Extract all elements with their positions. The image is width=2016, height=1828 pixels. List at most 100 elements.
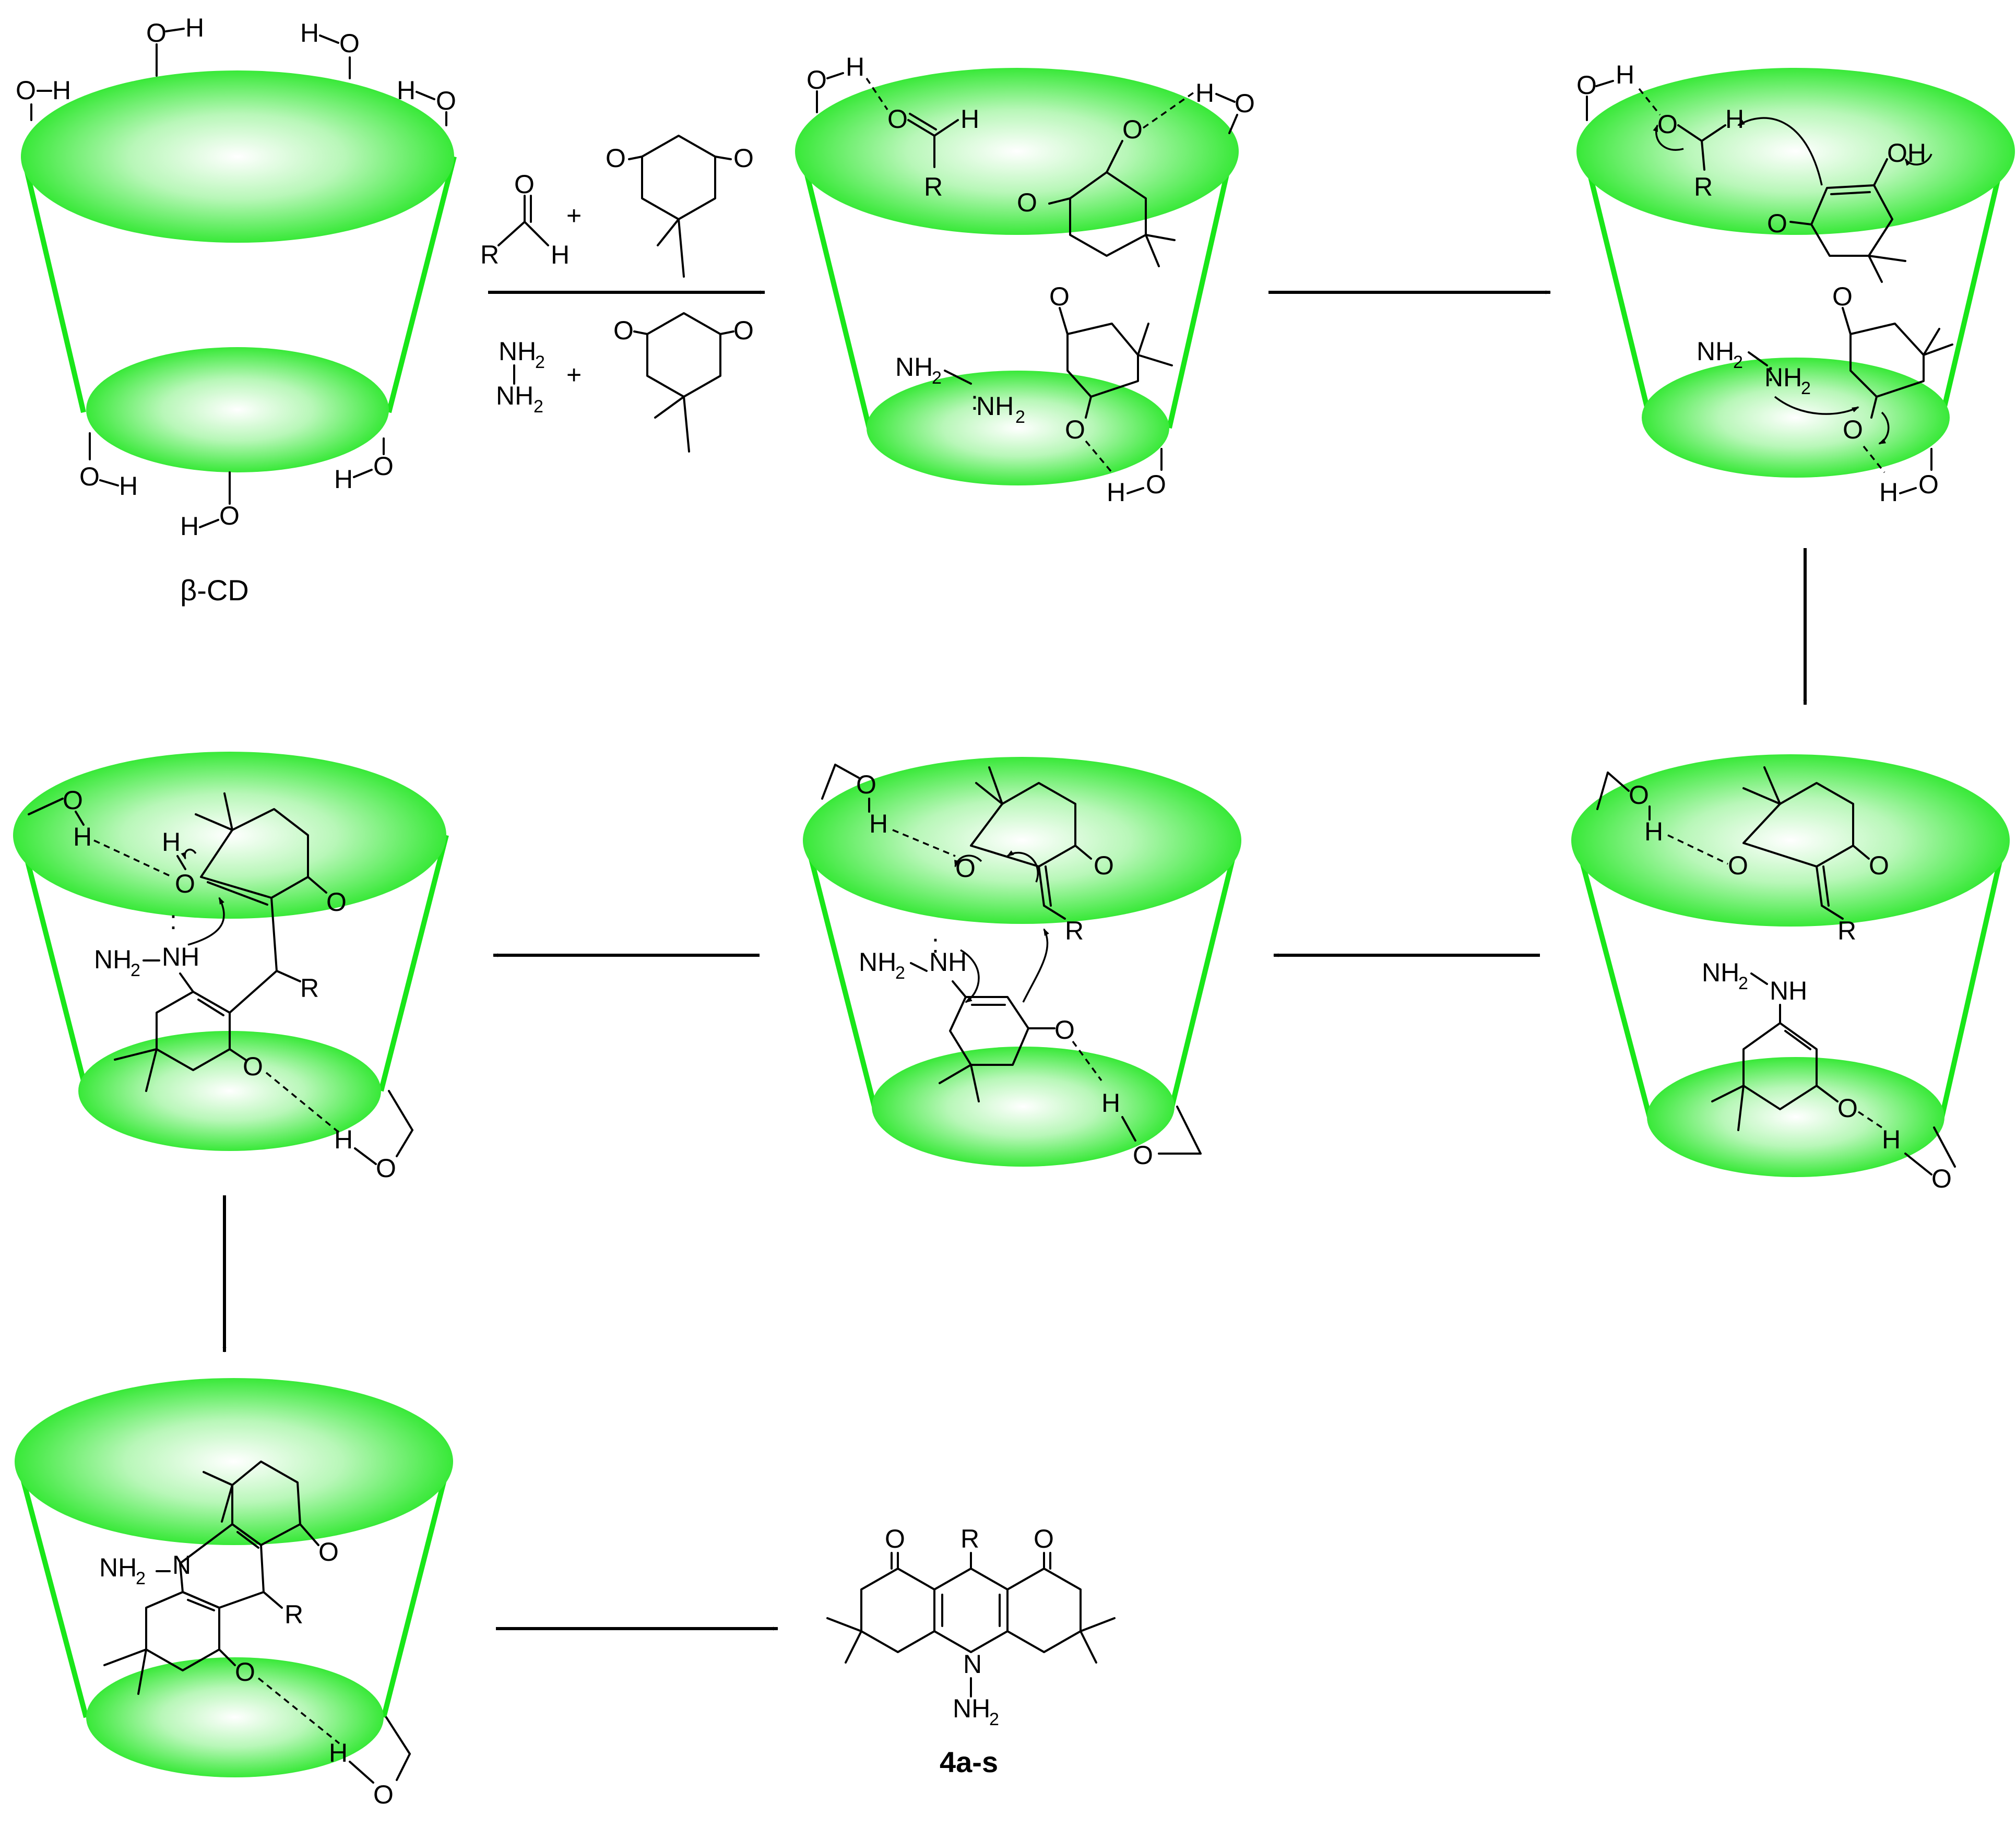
svg-text:NH: NH <box>162 942 199 971</box>
svg-text:O: O <box>885 1524 905 1553</box>
svg-text:O: O <box>318 1537 339 1566</box>
svg-text:O: O <box>63 786 83 815</box>
cup-panel-2: O H O H R O O H O NH 2 NH 2 : O <box>795 52 1255 507</box>
svg-text:O: O <box>79 462 100 491</box>
svg-text:O: O <box>339 29 360 58</box>
oh-label: O <box>16 76 36 105</box>
svg-text:O: O <box>235 1657 255 1687</box>
svg-text:2: 2 <box>1738 974 1748 993</box>
svg-text:H: H <box>1882 1125 1901 1154</box>
svg-text:2: 2 <box>533 397 543 417</box>
svg-text:H: H <box>300 18 319 48</box>
svg-text:H: H <box>1101 1088 1120 1118</box>
svg-text:H: H <box>180 512 199 541</box>
svg-text:H: H <box>1725 104 1744 134</box>
svg-text:H: H <box>1644 817 1663 846</box>
svg-text:2: 2 <box>1733 352 1743 372</box>
svg-text:NH: NH <box>1702 958 1739 987</box>
svg-text:O: O <box>1843 415 1863 444</box>
svg-text:O: O <box>326 887 347 917</box>
svg-text:O: O <box>1728 851 1748 880</box>
svg-text:O: O <box>887 104 908 134</box>
svg-text:2: 2 <box>1801 378 1811 398</box>
svg-text:O: O <box>955 853 976 883</box>
svg-text:O: O <box>376 1154 396 1183</box>
svg-text:H: H <box>1879 478 1898 507</box>
svg-text:+: + <box>566 201 582 230</box>
product-label: 4a-s <box>940 1746 998 1778</box>
svg-text:NH: NH <box>99 1553 137 1582</box>
svg-text:O: O <box>373 452 394 481</box>
cup-panel-5: O H O O R NH 2 NH : O H O <box>803 757 1241 1170</box>
svg-text:O: O <box>373 1780 394 1809</box>
svg-text:O: O <box>146 18 167 48</box>
svg-text:NH: NH <box>1770 976 1807 1005</box>
svg-text:O: O <box>1034 1524 1054 1553</box>
svg-text:N: N <box>963 1649 982 1679</box>
svg-text:2: 2 <box>1015 407 1025 427</box>
svg-text:H: H <box>846 52 864 81</box>
svg-text:NH: NH <box>953 1694 990 1723</box>
svg-text:2: 2 <box>989 1710 999 1729</box>
svg-text:H: H <box>329 1738 348 1767</box>
svg-text:H: H <box>551 240 570 269</box>
svg-text:H: H <box>73 822 92 851</box>
cup-panel-3: O H O H R OH O NH 2 NH 2 : O O <box>1576 60 2015 507</box>
svg-text::: : <box>1767 358 1774 387</box>
svg-text:O: O <box>613 316 634 345</box>
svg-text:O: O <box>514 170 535 199</box>
svg-text::: : <box>170 906 177 935</box>
svg-text:R: R <box>1694 172 1713 201</box>
cd-label: β-CD <box>180 574 249 607</box>
svg-text:H: H <box>1195 78 1214 108</box>
svg-text:2: 2 <box>895 963 905 983</box>
svg-text:H: H <box>397 76 416 105</box>
svg-text:O: O <box>1576 70 1597 100</box>
svg-text:H: H <box>869 809 888 838</box>
svg-text:H: H <box>1616 60 1634 89</box>
svg-text:O: O <box>243 1052 263 1081</box>
svg-text:NH: NH <box>976 391 1014 421</box>
svg-text:2: 2 <box>932 368 942 388</box>
svg-text:O: O <box>1629 780 1649 810</box>
svg-text:NH: NH <box>499 337 536 366</box>
svg-text:O: O <box>1049 282 1070 311</box>
svg-text:H: H <box>162 827 181 857</box>
svg-text:+: + <box>566 360 582 389</box>
svg-text:O: O <box>856 770 876 799</box>
svg-text:NH: NH <box>1764 363 1802 392</box>
svg-text:R: R <box>1837 916 1856 945</box>
svg-text:H: H <box>185 13 204 42</box>
svg-text:NH: NH <box>94 945 132 974</box>
svg-text:O: O <box>1017 188 1037 217</box>
svg-text:R: R <box>284 1600 303 1629</box>
svg-text:O: O <box>436 86 456 115</box>
svg-text:H: H <box>119 471 138 501</box>
svg-text:O: O <box>1869 851 1889 880</box>
svg-text:O: O <box>1133 1141 1153 1170</box>
svg-text:O: O <box>175 869 195 898</box>
svg-text:2: 2 <box>136 1569 146 1588</box>
svg-text:O: O <box>1065 415 1085 444</box>
svg-text:O: O <box>1094 851 1114 880</box>
svg-text:H: H <box>334 465 353 494</box>
svg-text:O: O <box>1832 282 1853 311</box>
svg-text:H: H <box>1107 478 1125 507</box>
svg-text:O: O <box>1054 1015 1075 1044</box>
svg-text:2: 2 <box>131 960 140 980</box>
svg-text:O: O <box>1837 1094 1858 1123</box>
svg-text:R: R <box>924 172 943 201</box>
svg-text:NH: NH <box>1697 337 1734 366</box>
svg-text:R: R <box>480 240 499 269</box>
svg-text:NH: NH <box>895 352 933 382</box>
svg-text:NH: NH <box>496 381 533 410</box>
reagents-step-1: R O H + O O NH 2 NH 2 + O O <box>480 135 765 453</box>
cup-panel-7: O N NH 2 R O H O <box>15 1378 453 1809</box>
svg-text:O: O <box>1767 209 1787 238</box>
cup-top-rim <box>21 70 454 243</box>
svg-text:R: R <box>300 974 319 1003</box>
svg-text:2: 2 <box>535 352 545 372</box>
svg-text:O: O <box>219 501 240 530</box>
cup-panel-6: O H H O O R : NH 2 NH O H O <box>13 752 449 1183</box>
